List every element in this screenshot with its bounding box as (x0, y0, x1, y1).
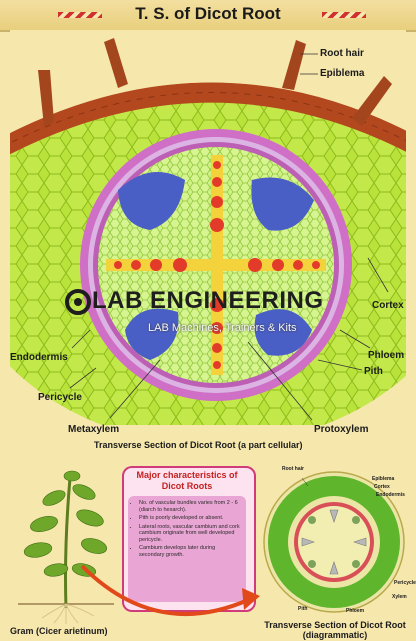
watermark-tagline: LAB Machines, Trainers & Kits (148, 322, 297, 334)
page-title: T. S. of Dicot Root (118, 4, 298, 26)
label-endodermis: Endodermis (10, 352, 68, 363)
characteristic-item: Cambium develops later during secondary … (139, 545, 242, 558)
small-label-endodermis: Endodermis (376, 492, 405, 498)
diagram-caption: Transverse Section of Dicot Root (diagra… (256, 620, 414, 640)
characteristics-list: No. of vascular bundles varies from 2 - … (128, 496, 246, 562)
main-diagram-caption: Transverse Section of Dicot Root (a part… (94, 440, 303, 450)
small-label-xylem: Xylem (392, 594, 407, 600)
title-decoration-right (322, 12, 366, 18)
small-label-pith: Pith (298, 606, 307, 612)
small-label-cortex: Cortex (374, 484, 390, 490)
characteristics-title: Major characteristics of Dicot Roots (128, 470, 246, 492)
label-pericycle: Pericycle (38, 392, 82, 403)
characteristic-item: Lateral roots, vascular cambium and cork… (139, 524, 242, 544)
characteristic-item: No. of vascular bundles varies from 2 - … (139, 500, 242, 513)
label-cortex: Cortex (372, 300, 404, 311)
small-label-phloem: Phloem (346, 608, 364, 614)
small-label-root-hair: Root hair (282, 466, 304, 472)
label-phloem: Phloem (368, 350, 404, 361)
label-metaxylem: Metaxylem (68, 424, 119, 435)
label-protoxylem: Protoxylem (314, 424, 368, 435)
characteristic-item: Pith is poorly developed or absent. (139, 515, 242, 522)
small-label-epiblema: Epiblema (372, 476, 394, 482)
label-root-hair: Root hair (320, 48, 364, 59)
title-decoration-left (58, 12, 102, 18)
lab-logo-icon (64, 288, 92, 316)
curved-arrow-icon (76, 560, 266, 630)
label-epiblema: Epiblema (320, 68, 364, 79)
watermark-brand: LAB ENGINEERING (92, 287, 324, 315)
dicot-root-cellular-diagram (0, 30, 416, 445)
label-pith: Pith (364, 366, 383, 377)
small-label-pericycle: Pericycle (394, 580, 416, 586)
